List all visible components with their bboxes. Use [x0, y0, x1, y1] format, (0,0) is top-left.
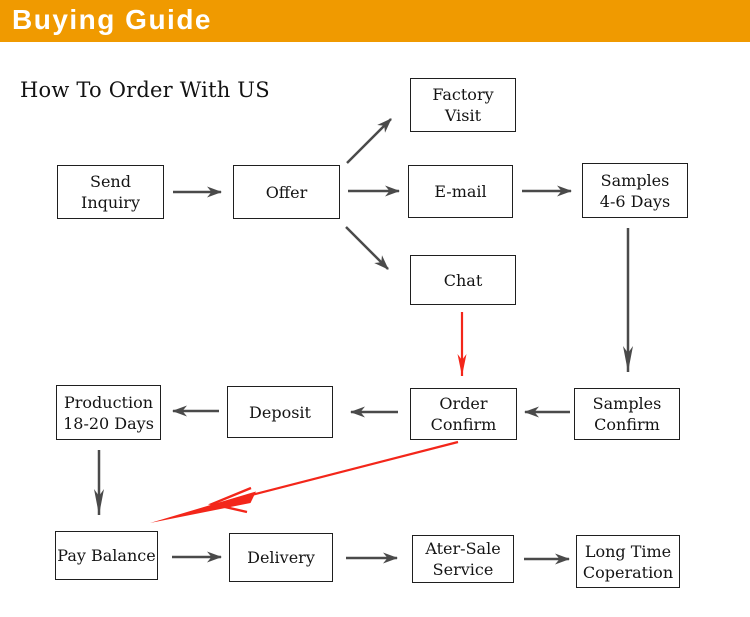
arrow-order-confirm-to-pay-balance: [150, 440, 459, 523]
page-heading: How To Order With US: [20, 78, 270, 102]
node-samples-confirm: Samples Confirm: [574, 388, 680, 440]
node-long-time-coperation: Long Time Coperation: [576, 535, 680, 588]
banner-title: Buying Guide: [12, 4, 212, 35]
node-production: Production 18-20 Days: [56, 385, 161, 440]
node-pay-balance: Pay Balance: [55, 531, 158, 580]
node-samples-4-6-days: Samples 4-6 Days: [582, 163, 688, 218]
node-deposit: Deposit: [227, 386, 333, 438]
node-chat: Chat: [410, 255, 516, 305]
node-factory-visit: Factory Visit: [410, 78, 516, 132]
node-delivery: Delivery: [229, 533, 333, 582]
node-order-confirm: Order Confirm: [410, 388, 517, 440]
node-offer: Offer: [233, 165, 340, 219]
arrow-offer-to-factory-visit: [346, 118, 392, 164]
banner-header: Buying Guide: [0, 0, 750, 42]
node-send-inquiry: Send Inquiry: [57, 165, 164, 219]
node-ater-sale-service: Ater-Sale Service: [412, 535, 514, 583]
node-email: E-mail: [408, 165, 513, 218]
arrow-offer-to-chat: [345, 226, 389, 270]
